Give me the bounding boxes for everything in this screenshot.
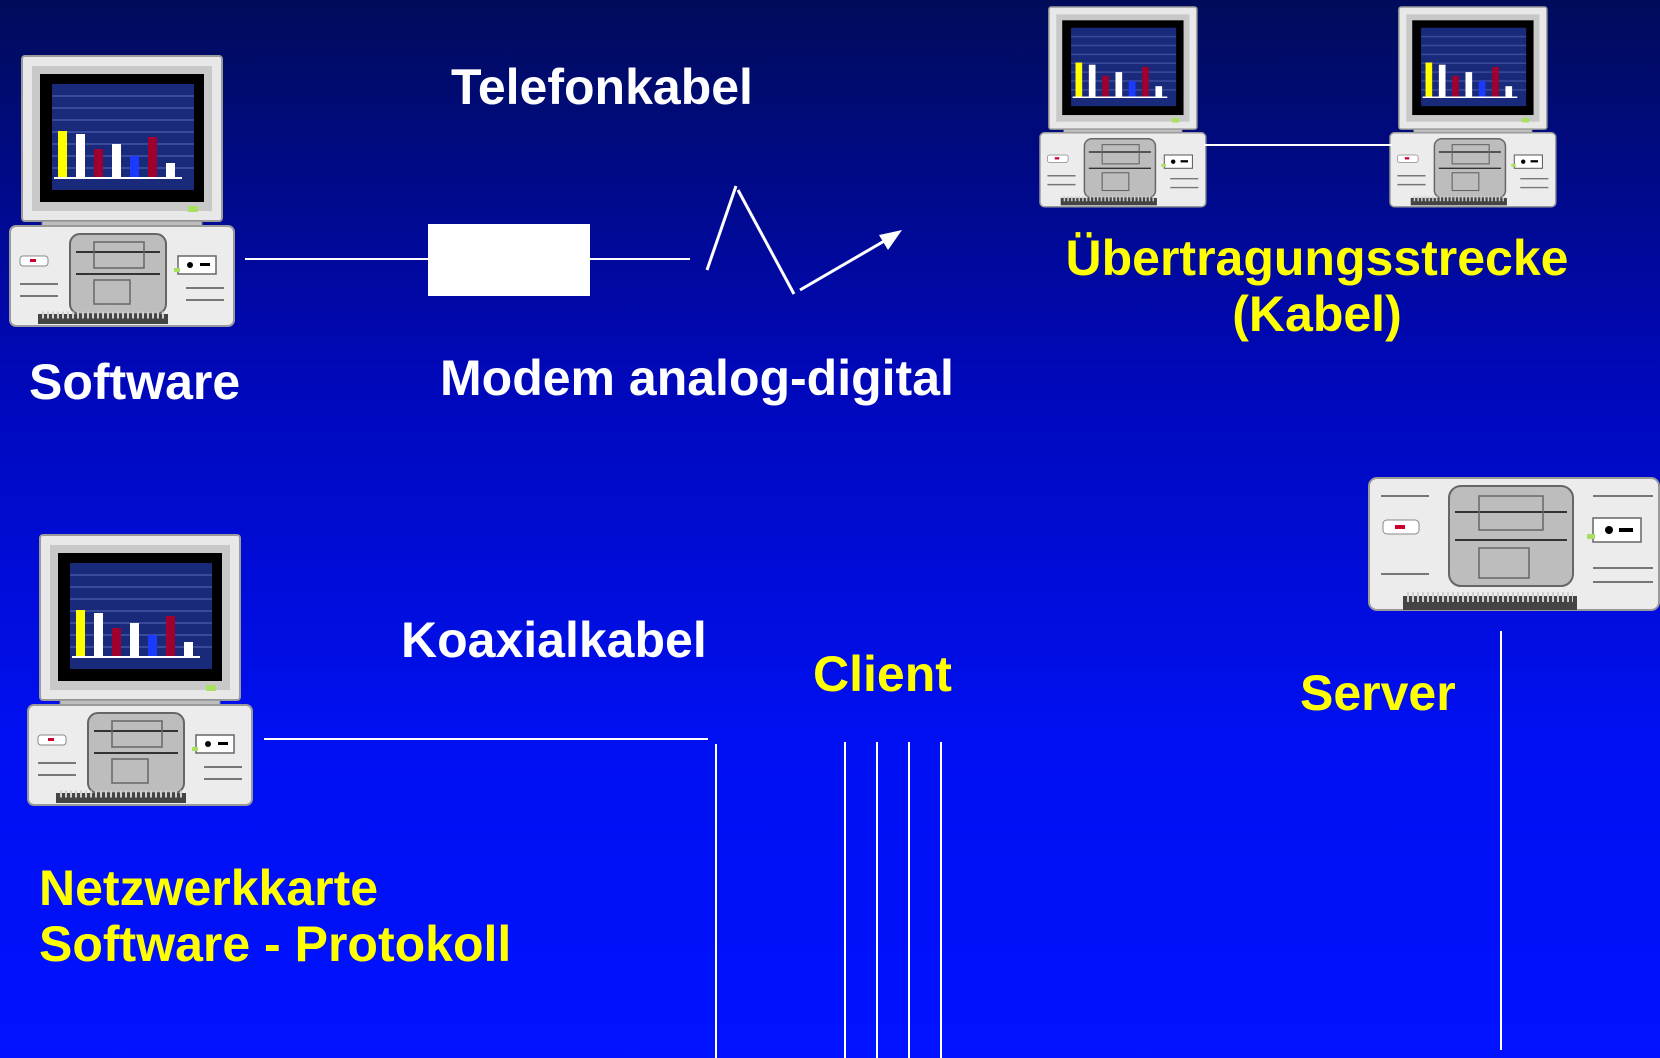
netzwerkkarte-label: Netzwerkkarte <box>39 860 379 916</box>
computer-icon <box>28 535 252 805</box>
server-unit-icon <box>1369 478 1659 610</box>
client-lines <box>844 742 942 1058</box>
telefonkabel-label: Telefonkabel <box>451 59 753 115</box>
computer-icon <box>1040 7 1206 207</box>
transmission-label: Übertragungsstrecke (Kabel) <box>1022 230 1612 342</box>
modem-label: Modem analog-digital <box>440 350 954 406</box>
software-label: Software <box>29 354 241 410</box>
protokoll-label: Software - Protokoll <box>39 916 512 972</box>
client-label: Client <box>813 646 952 702</box>
modem-box-icon <box>428 224 590 296</box>
koaxialkabel-label: Koaxialkabel <box>401 612 707 668</box>
signal-arrow-icon <box>705 185 902 295</box>
transmission-label-line1: Übertragungsstrecke <box>1065 230 1569 286</box>
computer-icon <box>10 56 234 326</box>
computer-icon <box>1390 7 1556 207</box>
server-label: Server <box>1300 665 1456 721</box>
transmission-label-line2: (Kabel) <box>1232 286 1402 342</box>
